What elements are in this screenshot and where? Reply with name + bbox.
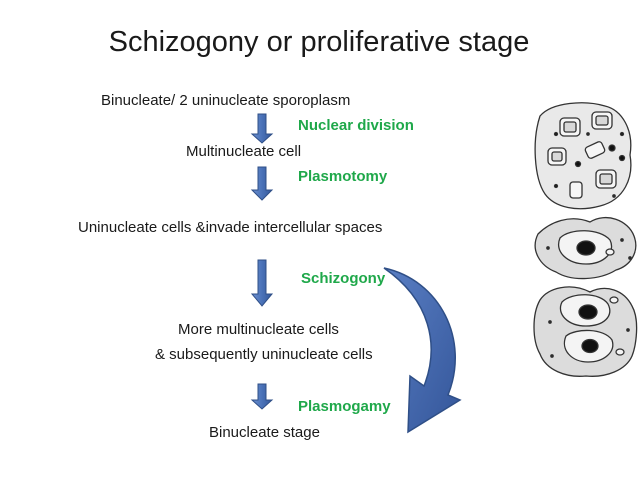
- step-uninucleate-cells: Uninucleate cells &invade intercellular …: [78, 219, 383, 236]
- process-plasmotomy: Plasmotomy: [298, 168, 388, 185]
- step-multinucleate-cell: Multinucleate cell: [186, 143, 302, 160]
- cell-illustration: [534, 217, 637, 280]
- step-binucleate-stage: Binucleate stage: [209, 424, 320, 441]
- cell-illustration: [533, 286, 638, 377]
- down-arrow-icon: [250, 259, 274, 307]
- down-arrow-icon: [250, 383, 274, 410]
- slide-title: Schizogony or proliferative stage: [108, 26, 530, 58]
- curved-return-arrow-icon: [383, 267, 462, 434]
- step-more-multinucleate: More multinucleate cells: [178, 321, 339, 338]
- process-plasmogamy: Plasmogamy: [298, 398, 391, 415]
- process-schizogony: Schizogony: [301, 270, 386, 287]
- down-arrow-icon: [250, 113, 274, 144]
- cell-illustration: [534, 102, 632, 210]
- down-arrow-icon: [250, 166, 274, 201]
- step-subsequently-uninucleate: & subsequently uninucleate cells: [155, 346, 373, 363]
- process-nuclear-division: Nuclear division: [298, 117, 414, 134]
- step-binucleate-sporoplasm: Binucleate/ 2 uninucleate sporoplasm: [101, 92, 351, 109]
